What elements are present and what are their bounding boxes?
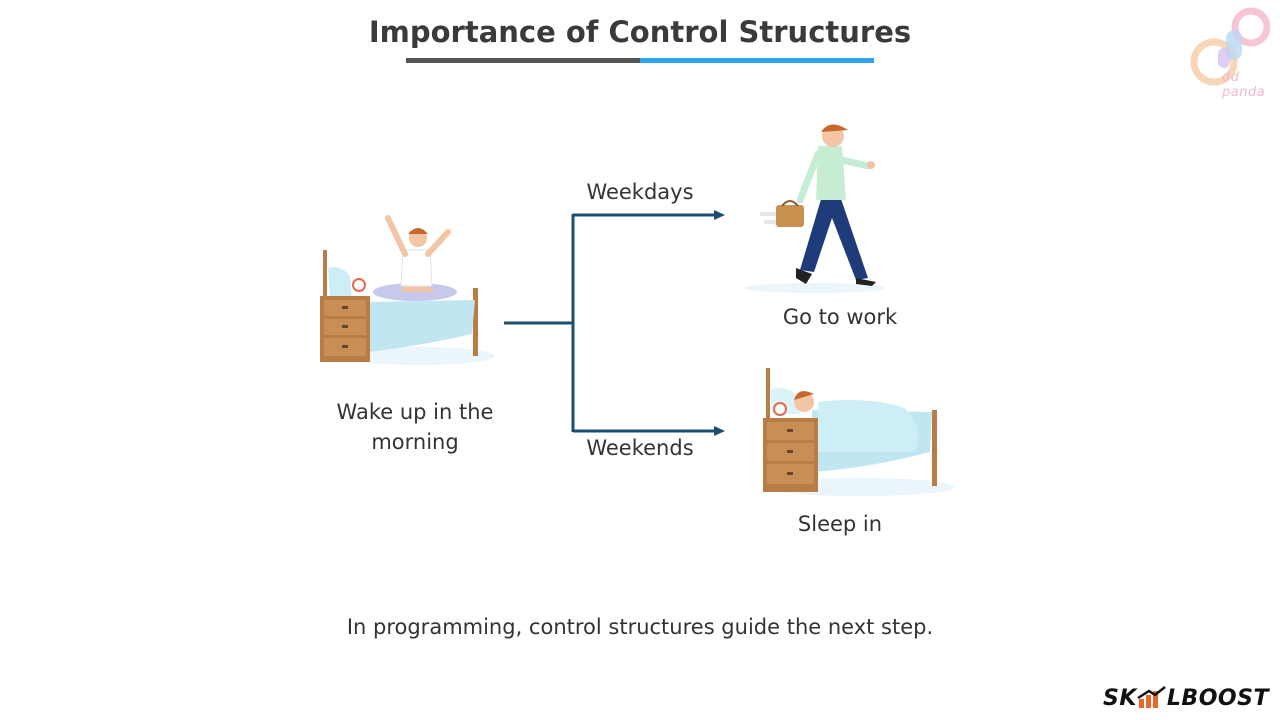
slide-title: Importance of Control Structures xyxy=(368,15,912,49)
sleeping-person-illustration xyxy=(763,368,955,496)
brand-left-text: SK xyxy=(1103,686,1137,711)
arrow-weekdays-icon xyxy=(714,210,725,220)
start-node-label: Wake up in the morning xyxy=(336,400,494,454)
bar-chart-logo-icon xyxy=(1137,686,1166,708)
walking-person-illustration xyxy=(745,124,885,293)
skillboost-logo: SK LBOOST xyxy=(1103,686,1269,711)
branch-weekends-label: Weekends xyxy=(586,436,694,460)
ddpanda-logo-icon xyxy=(1190,7,1271,86)
waking-person-illustration xyxy=(320,215,495,365)
brand-right-text: LBOOST xyxy=(1166,686,1269,711)
title-underline-blue xyxy=(640,58,874,63)
title-underline-dark xyxy=(406,58,640,63)
arrow-weekends-icon xyxy=(714,426,725,436)
ddpanda-logo-text: dd panda xyxy=(1222,70,1266,100)
flow-connectors xyxy=(504,213,716,433)
title-underline xyxy=(406,58,874,63)
outcome-work-label: Go to work xyxy=(782,305,898,329)
outcome-sleep-label: Sleep in xyxy=(797,512,883,536)
slide-caption: In programming, control structures guide… xyxy=(346,615,934,639)
branch-weekdays-label: Weekdays xyxy=(586,180,694,204)
